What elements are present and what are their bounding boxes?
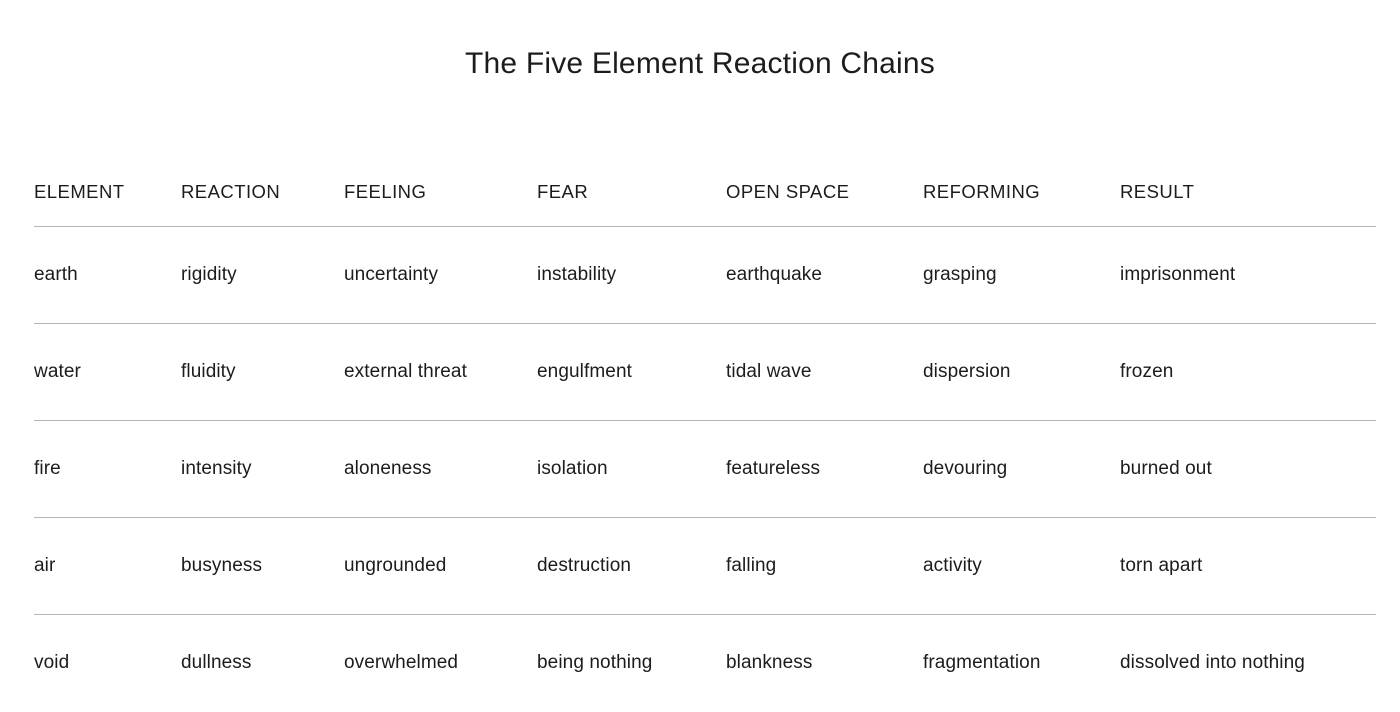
column-header-feeling: FEELING [344,181,427,202]
cell-open-space: earthquake [726,264,823,285]
cell-reforming: devouring [923,458,1008,479]
cell-feeling: aloneness [344,458,432,479]
table-row: air busyness ungrounded destruction fall… [34,518,1376,615]
table-row: water fluidity external threat engulfmen… [34,324,1376,421]
cell-reaction: rigidity [181,264,237,285]
table-header-row: ELEMENT REACTION FEELING FEAR OPEN SPACE… [34,158,1376,227]
cell-reforming: grasping [923,264,997,285]
cell-element: void [34,652,70,673]
cell-result: frozen [1120,361,1174,382]
five-element-table-container: ELEMENT REACTION FEELING FEAR OPEN SPACE… [34,158,1376,711]
table-row: earth rigidity uncertainty instability e… [34,227,1376,324]
cell-reforming: fragmentation [923,652,1041,673]
table-header: ELEMENT REACTION FEELING FEAR OPEN SPACE… [34,158,1376,227]
column-header-reaction: REACTION [181,181,281,202]
table-body: earth rigidity uncertainty instability e… [34,227,1376,712]
cell-open-space: falling [726,555,777,576]
cell-open-space: featureless [726,458,821,479]
page-title: The Five Element Reaction Chains [465,47,935,80]
cell-open-space: blankness [726,652,813,673]
cell-element: fire [34,458,61,479]
cell-element: water [34,361,81,382]
cell-result: torn apart [1120,555,1203,576]
cell-reforming: dispersion [923,361,1011,382]
cell-result: imprisonment [1120,264,1236,285]
column-header-fear: FEAR [537,181,589,202]
column-header-reforming: REFORMING [923,181,1041,202]
cell-reaction: fluidity [181,361,236,382]
cell-reforming: activity [923,555,982,576]
column-header-element: ELEMENT [34,181,125,202]
cell-fear: being nothing [537,652,653,673]
cell-result: dissolved into nothing [1120,652,1305,673]
cell-reaction: busyness [181,555,263,576]
cell-feeling: uncertainty [344,264,439,285]
cell-fear: engulfment [537,361,633,382]
cell-feeling: overwhelmed [344,652,459,673]
five-element-reaction-chains-table: ELEMENT REACTION FEELING FEAR OPEN SPACE… [34,158,1376,711]
cell-fear: isolation [537,458,608,479]
cell-element: air [34,555,56,576]
cell-reaction: dullness [181,652,252,673]
column-header-result: RESULT [1120,181,1195,202]
cell-open-space: tidal wave [726,361,812,382]
cell-feeling: ungrounded [344,555,447,576]
table-row: fire intensity aloneness isolation featu… [34,421,1376,518]
cell-fear: destruction [537,555,632,576]
cell-fear: instability [537,264,617,285]
cell-reaction: intensity [181,458,252,479]
column-header-open-space: OPEN SPACE [726,181,850,202]
cell-result: burned out [1120,458,1212,479]
cell-feeling: external threat [344,361,467,382]
table-row: void dullness overwhelmed being nothing … [34,615,1376,712]
cell-element: earth [34,264,78,285]
